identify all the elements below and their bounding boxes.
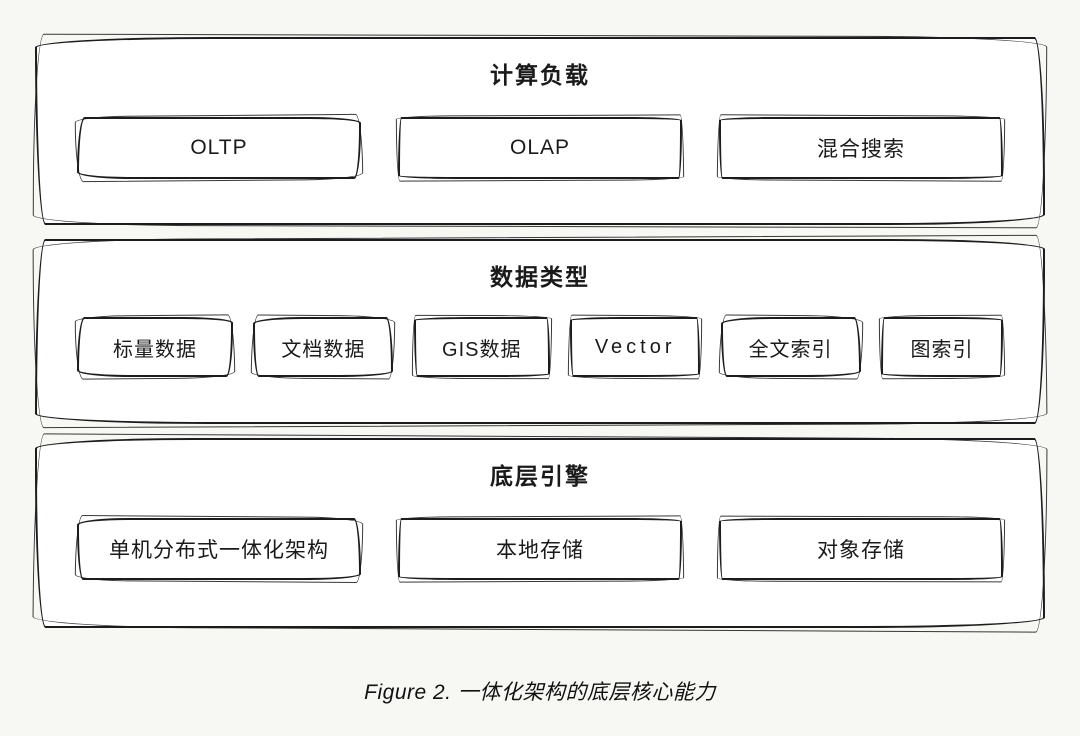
box-scalar-data: 标量数据 bbox=[77, 317, 233, 377]
section-compute-workload: 计算负载 OLTP OLAP 混合搜索 bbox=[35, 37, 1045, 225]
box-local-storage: 本地存储 bbox=[398, 518, 682, 580]
figure-caption: Figure 2. 一体化架构的底层核心能力 bbox=[364, 681, 716, 704]
underlying-engine-row: 单机分布式一体化架构 本地存储 对象存储 bbox=[77, 518, 1003, 580]
box-hybrid-search: 混合搜索 bbox=[719, 117, 1003, 179]
box-document-data: 文档数据 bbox=[253, 317, 394, 377]
box-object-storage: 对象存储 bbox=[719, 518, 1003, 580]
section-title-compute-workload: 计算负载 bbox=[490, 62, 590, 88]
box-fulltext-index: 全文索引 bbox=[720, 317, 861, 377]
section-title-underlying-engine: 底层引擎 bbox=[490, 463, 590, 489]
box-vector: Vector bbox=[570, 317, 701, 377]
box-graph-index: 图索引 bbox=[880, 317, 1003, 377]
section-title-data-types: 数据类型 bbox=[490, 264, 590, 290]
box-standalone-distributed-unified-arch: 单机分布式一体化架构 bbox=[77, 518, 361, 580]
section-underlying-engine: 底层引擎 单机分布式一体化架构 本地存储 对象存储 bbox=[35, 438, 1045, 628]
box-gis-data: GIS数据 bbox=[413, 317, 550, 377]
data-types-row: 标量数据 文档数据 GIS数据 Vector 全文索引 图索引 bbox=[77, 317, 1003, 377]
section-data-types: 数据类型 标量数据 文档数据 GIS数据 Vector 全文索引 图索引 bbox=[35, 239, 1045, 424]
compute-workload-row: OLTP OLAP 混合搜索 bbox=[77, 117, 1003, 179]
box-olap: OLAP bbox=[398, 117, 682, 179]
box-oltp: OLTP bbox=[77, 117, 361, 179]
